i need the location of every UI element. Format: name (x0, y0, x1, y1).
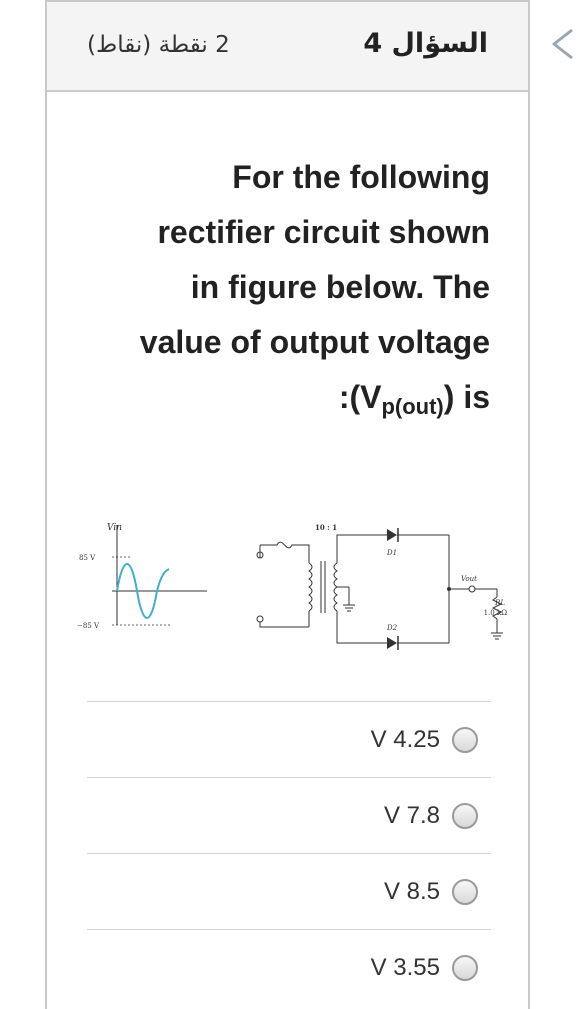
question-line: For the following (232, 159, 490, 195)
answer-option[interactable]: V 4.25 (371, 720, 478, 760)
divider (87, 701, 491, 702)
answer-option-label: V 4.25 (370, 726, 440, 753)
transformer-primary (256, 541, 313, 628)
question-line: in figure below. The (190, 269, 490, 305)
d2-label: D2 (386, 624, 398, 632)
radio-button[interactable] (452, 879, 478, 905)
answer-option[interactable]: V 8.5 (384, 872, 478, 912)
transformer-secondary (333, 534, 395, 644)
answer-option-label: V 3.55 (370, 954, 440, 981)
rl-label: RL (494, 599, 505, 607)
v-peak-negative: −85 V (77, 622, 100, 630)
answer-option-label: V 8.5 (383, 878, 440, 905)
turns-ratio: 10 : 1 (315, 523, 337, 532)
divider (87, 853, 491, 854)
answer-option[interactable]: V 7.8 (384, 796, 478, 836)
question-number: السؤال 4 (363, 28, 488, 59)
chevron-left-icon[interactable] (546, 26, 576, 62)
d1-label: D1 (386, 549, 397, 557)
v-peak-positive: 85 V (79, 554, 96, 562)
question-line: :(Vp(out)) is (338, 379, 490, 419)
transformer-core: 10 : 1 (315, 523, 337, 613)
output-load: Vout (447, 535, 503, 643)
question-line: value of output voltage (139, 324, 490, 360)
question-points: 2 نقطة (نقاط) (87, 32, 230, 58)
rectifier-circuit-figure: Vin 85 V −85 V 10 : 1 (77, 523, 507, 650)
radio-button[interactable] (452, 955, 478, 981)
answer-option[interactable]: V 3.55 (371, 948, 478, 988)
question-header: السؤال 4 2 نقطة (نقاط) (47, 0, 528, 92)
answer-option-label: V 7.8 (383, 802, 440, 829)
vin-label: Vin (107, 523, 122, 533)
vout-label: Vout (461, 575, 477, 583)
question-line: rectifier circuit shown (157, 214, 490, 250)
radio-button[interactable] (452, 803, 478, 829)
diode-d1: D1 (386, 528, 449, 557)
question-card: السؤال 4 2 نقطة (نقاط) For the following… (45, 0, 530, 1009)
question-text: For the following rectifier circuit show… (70, 150, 490, 434)
input-waveform: Vin 85 V −85 V (77, 523, 207, 630)
divider (87, 929, 491, 930)
diode-d2: D2 (386, 624, 449, 650)
radio-button[interactable] (452, 727, 478, 753)
rl-value: 1.0 kΩ (484, 609, 507, 617)
divider (87, 777, 491, 778)
